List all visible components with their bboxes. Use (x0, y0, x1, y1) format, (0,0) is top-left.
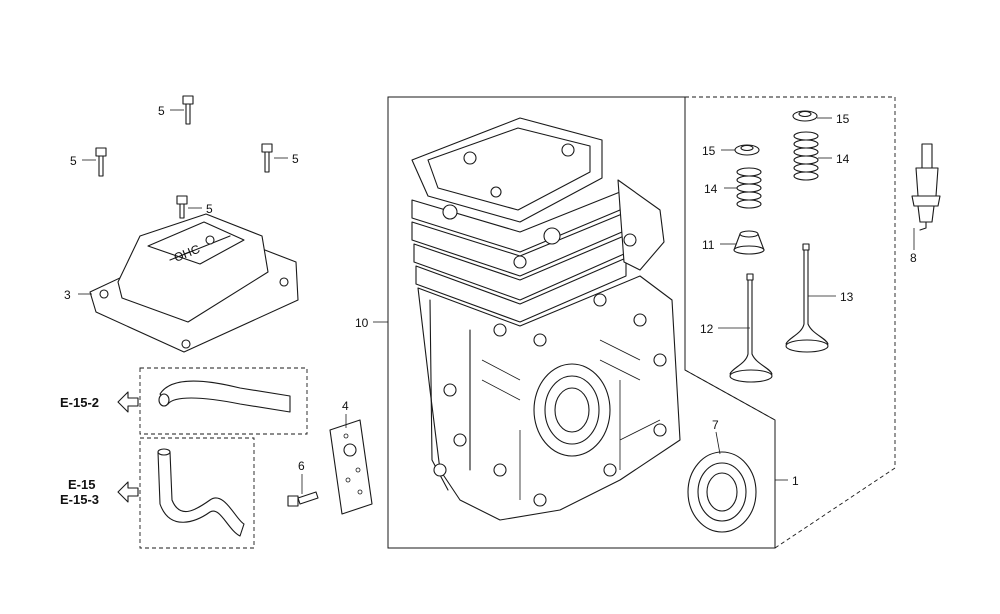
callout-3: 3 (64, 288, 71, 302)
callout-10: 10 (355, 316, 369, 330)
reference-arrow-icon (117, 391, 139, 413)
exhaust-valve (729, 273, 773, 383)
valve-stem-seal (733, 230, 765, 255)
reference-e-15[interactable]: E-15 (68, 477, 95, 492)
bolt-icon (176, 195, 188, 219)
bolt-icon (261, 143, 273, 173)
spring-retainer (792, 110, 818, 122)
callout-13: 13 (840, 290, 854, 304)
bolt-icon (182, 95, 194, 125)
callout-5: 5 (206, 202, 213, 216)
oil-seal (687, 451, 757, 533)
spark-plug (911, 143, 941, 231)
callout-7: 7 (712, 418, 719, 432)
bolt-icon (287, 491, 319, 507)
callout-4: 4 (342, 399, 349, 413)
callout-14: 14 (836, 152, 850, 166)
callout-5: 5 (292, 152, 299, 166)
callout-6: 6 (298, 459, 305, 473)
valve-spring (736, 167, 762, 209)
callout-12: 12 (700, 322, 714, 336)
callout-5: 5 (158, 104, 165, 118)
breather-tube-lower (139, 437, 255, 549)
reference-e-15-3[interactable]: E-15-3 (60, 492, 99, 507)
intake-valve (785, 243, 829, 353)
callout-14: 14 (704, 182, 718, 196)
gasket (329, 419, 373, 515)
breather-tube-upper (139, 367, 308, 435)
reference-arrow-icon (117, 481, 139, 503)
callout-15: 15 (836, 112, 850, 126)
callout-15: 15 (702, 144, 716, 158)
valve-spring (793, 131, 819, 181)
head-cover: OHC (89, 213, 299, 353)
callout-5: 5 (70, 154, 77, 168)
crankcase-block (411, 117, 681, 521)
callout-8: 8 (910, 251, 917, 265)
assembly-frame (387, 96, 896, 549)
spring-retainer (734, 144, 760, 156)
callout-11: 11 (702, 238, 715, 252)
reference-e-15-2[interactable]: E-15-2 (60, 395, 99, 410)
bolt-icon (95, 147, 107, 177)
leader-lines (78, 109, 915, 494)
callout-1: 1 (792, 474, 799, 488)
